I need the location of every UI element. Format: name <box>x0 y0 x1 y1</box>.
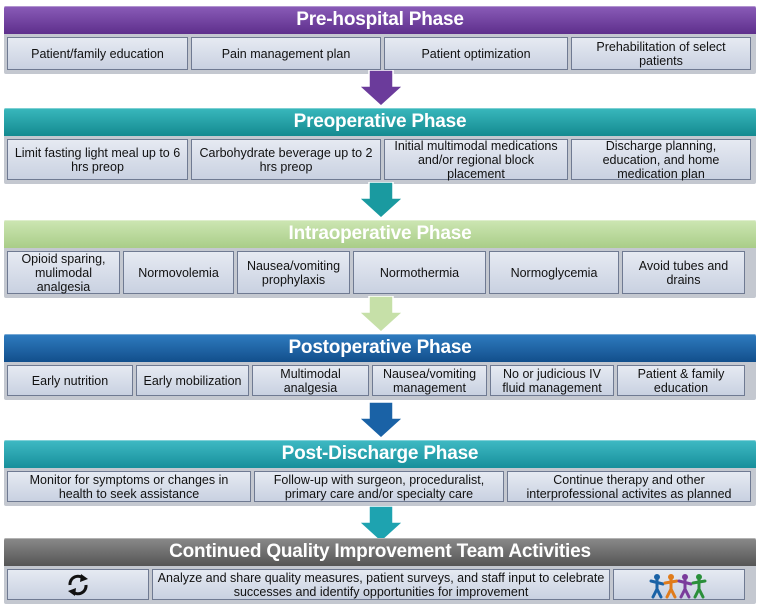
phase-header: Preoperative Phase <box>4 108 756 136</box>
phase-item: Early nutrition <box>7 365 133 396</box>
phase-item: Monitor for symptoms or changes in healt… <box>7 471 251 502</box>
pre-hospital-phase: Pre-hospital Phase Patient/family educat… <box>4 6 756 74</box>
phase-item: Nausea/vomiting management <box>372 365 487 396</box>
phase-item: Normovolemia <box>123 251 234 294</box>
phase-header: Intraoperative Phase <box>4 220 756 248</box>
phase-item: Normoglycemia <box>489 251 619 294</box>
phase-item: Prehabilitation of select patients <box>571 37 751 70</box>
phase-item: Opioid sparing, mulimodal analgesia <box>7 251 120 294</box>
phase-item: Patient optimization <box>384 37 568 70</box>
down-arrow-icon <box>357 295 405 334</box>
cycle-arrows-icon <box>68 573 88 596</box>
down-arrow-icon <box>357 401 405 440</box>
phase-item: Carbohydrate beverage up to 2 hrs preop <box>191 139 381 180</box>
phase-item: Analyze and share quality measures, pati… <box>152 569 610 600</box>
intraoperative-phase: Intraoperative Phase Opioid sparing, mul… <box>4 220 756 298</box>
down-arrow-icon <box>357 69 405 108</box>
phase-item: Limit fasting light meal up to 6 hrs pre… <box>7 139 188 180</box>
preoperative-phase: Preoperative Phase Limit fasting light m… <box>4 108 756 184</box>
phase-item: Multimodal analgesia <box>252 365 369 396</box>
phase-item: Avoid tubes and drains <box>622 251 745 294</box>
phase-header: Pre-hospital Phase <box>4 6 756 34</box>
phase-item: Patient/family education <box>7 37 188 70</box>
phase-item: No or judicious IV fluid management <box>490 365 614 396</box>
postoperative-phase: Postoperative Phase Early nutrition Earl… <box>4 334 756 400</box>
quality-improvement-phase: Continued Quality Improvement Team Activ… <box>4 538 756 604</box>
phase-item: Normothermia <box>353 251 486 294</box>
phase-item: Pain management plan <box>191 37 381 70</box>
phase-item: Initial multimodal medications and/or re… <box>384 139 568 181</box>
phase-item: Patient & family education <box>617 365 745 396</box>
phase-item: Discharge planning, education, and home … <box>571 139 751 181</box>
phase-header: Continued Quality Improvement Team Activ… <box>4 538 756 566</box>
cycle-arrows-icon-cell <box>7 569 149 600</box>
down-arrow-icon <box>357 505 405 544</box>
phase-item: Early mobilization <box>136 365 249 396</box>
team-people-icon-cell <box>613 569 745 600</box>
phase-item: Continue therapy and other interprofessi… <box>507 471 751 502</box>
phase-header: Postoperative Phase <box>4 334 756 362</box>
phase-item: Nausea/vomiting prophylaxis <box>237 251 350 294</box>
post-discharge-phase: Post-Discharge Phase Monitor for symptom… <box>4 440 756 506</box>
phase-header: Post-Discharge Phase <box>4 440 756 468</box>
down-arrow-icon <box>357 181 405 220</box>
team-people-icon <box>649 573 707 598</box>
phase-item: Follow-up with surgeon, proceduralist, p… <box>254 471 504 502</box>
